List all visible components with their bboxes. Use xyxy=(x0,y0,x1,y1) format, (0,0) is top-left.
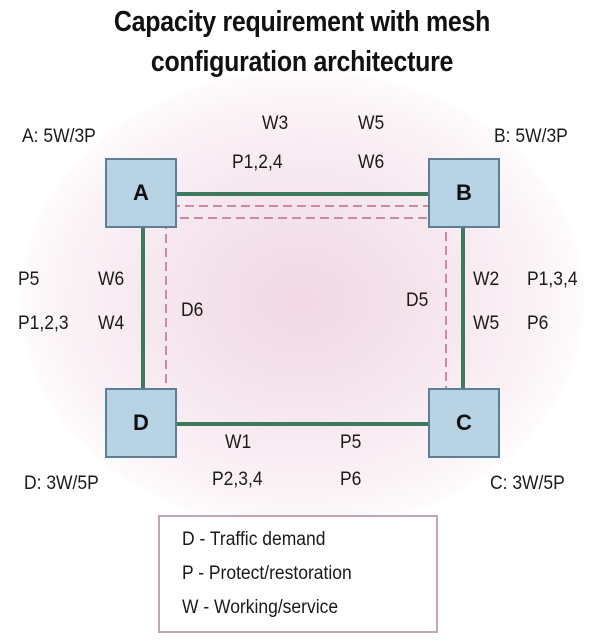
link-ad-w6: W6 xyxy=(98,269,125,290)
link-bc-p134: P1,3,4 xyxy=(527,269,578,290)
link-dc-p5: P5 xyxy=(340,432,362,453)
link-ab-w3: W3 xyxy=(262,113,289,134)
link-ad-p123: P1,2,3 xyxy=(18,313,69,334)
link-ad-w4: W4 xyxy=(98,313,125,334)
diagram-title-line1: Capacity requirement with mesh xyxy=(113,6,491,38)
node-a-capacity: A: 5W/3P xyxy=(22,126,96,147)
node-a: A xyxy=(105,158,177,228)
legend-item-working: W - Working/service xyxy=(182,597,339,618)
link-bc-p6: P6 xyxy=(527,313,549,334)
node-c-capacity: C: 3W/5P xyxy=(490,473,565,494)
demand-path-d6 xyxy=(165,205,446,392)
legend-item-protect: P - Protect/restoration xyxy=(182,563,352,584)
link-ab-w6: W6 xyxy=(358,152,385,173)
legend-item-demand: D - Traffic demand xyxy=(182,529,326,550)
demand-path-d5 xyxy=(166,217,447,392)
link-ad-p5: P5 xyxy=(18,269,40,290)
node-d-capacity: D: 3W/5P xyxy=(24,473,99,494)
node-d: D xyxy=(105,388,177,458)
link-dc-p6: P6 xyxy=(340,469,362,490)
demand-d6-label: D6 xyxy=(181,300,204,321)
link-bc-w2: W2 xyxy=(473,269,500,290)
node-c: C xyxy=(428,388,500,458)
node-b: B xyxy=(428,158,500,228)
link-ab-w5: W5 xyxy=(358,113,385,134)
link-dc-p234: P2,3,4 xyxy=(212,469,263,490)
node-b-capacity: B: 5W/3P xyxy=(494,126,568,147)
link-dc-w1: W1 xyxy=(225,432,252,453)
diagram-title-line2: configuration architecture xyxy=(150,46,454,78)
link-ab-p124: P1,2,4 xyxy=(232,152,283,173)
link-bc-w5: W5 xyxy=(473,313,500,334)
demand-d5-label: D5 xyxy=(406,290,429,311)
legend-box: D - Traffic demand P - Protect/restorati… xyxy=(158,515,438,633)
